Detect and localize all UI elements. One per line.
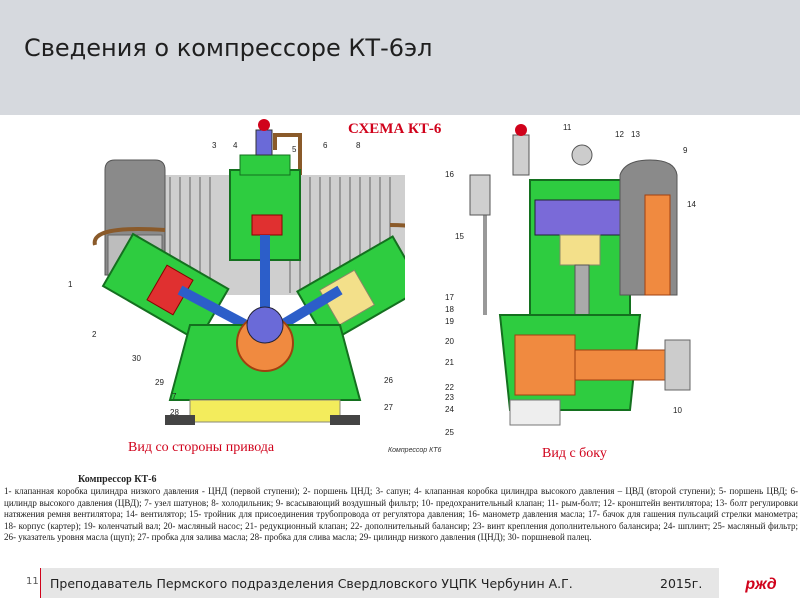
right-view-label: Вид с боку	[542, 446, 607, 461]
callout-24: 24	[445, 405, 454, 414]
footer-year: 2015г.	[660, 576, 703, 591]
footer-bar	[41, 568, 719, 598]
side-crankshaft	[574, 349, 666, 381]
valve-cap	[258, 119, 270, 131]
pipe-top	[273, 133, 302, 175]
callout-15: 15	[455, 232, 464, 241]
slide-header: Сведения о компрессоре КТ-6эл	[0, 0, 800, 115]
callout-13: 13	[631, 130, 640, 139]
page-number: 11	[26, 576, 39, 587]
callout-2: 2	[92, 330, 97, 339]
rzd-logo: ржд	[744, 576, 776, 593]
callout-19: 19	[445, 317, 454, 326]
footer-author: Преподаватель Пермского подразделения Св…	[50, 576, 573, 591]
side-counterweight	[514, 334, 576, 396]
callout-21: 21	[445, 358, 454, 367]
callout-30: 30	[132, 354, 141, 363]
lp-cylinder-left	[101, 232, 230, 343]
legend-text: 1- клапанная коробка цилиндра низкого да…	[4, 486, 798, 543]
footer-divider	[40, 568, 41, 598]
callout-3: 3	[212, 141, 217, 150]
side-piston	[559, 234, 601, 266]
slide-title: Сведения о компрессоре КТ-6эл	[24, 34, 433, 62]
legend-box	[0, 470, 800, 562]
pipe-right	[389, 223, 405, 228]
oil-filter	[509, 399, 561, 426]
callout-25: 25	[445, 428, 454, 437]
callout-11: 11	[563, 123, 572, 132]
callout-26: 26	[384, 376, 393, 385]
left-view-label: Вид со стороны привода	[128, 440, 275, 455]
compressor-front-view: 3 4 5 6 8 1 2 30 29 7 28 26 27	[68, 119, 405, 425]
compressor-small-label: Компрессор КТ6	[388, 447, 442, 454]
manometer	[469, 174, 491, 216]
callout-27: 27	[384, 403, 393, 412]
diagram-title: СХЕМА КТ-6	[348, 121, 442, 137]
callout-23: 23	[445, 393, 454, 402]
oil-sump	[189, 399, 341, 423]
logo-text: ржд	[744, 576, 776, 593]
crankshaft	[246, 306, 284, 344]
side-safety-valve	[512, 134, 530, 176]
callout-29: 29	[155, 378, 164, 387]
safety-valve	[255, 129, 273, 156]
callout-8: 8	[356, 141, 361, 150]
legend-title: Компрессор КТ-6	[78, 474, 157, 485]
callout-4: 4	[233, 141, 238, 150]
hp-piston	[251, 214, 283, 236]
eye-bolt	[571, 144, 593, 166]
callout-16: 16	[445, 170, 454, 179]
side-valve-box	[534, 199, 626, 236]
callout-1: 1	[68, 280, 73, 289]
fan-belt	[644, 194, 671, 296]
callout-7: 7	[172, 392, 177, 401]
callout-22: 22	[445, 383, 454, 392]
callout-5: 5	[292, 145, 297, 154]
callout-9: 9	[683, 146, 688, 155]
callout-12: 12	[615, 130, 624, 139]
side-pulley	[664, 339, 691, 391]
pipe-left	[92, 227, 166, 246]
compressor-side-view: 11 12 13 9 16 14 15 17 18 19 20 21 22 23…	[445, 123, 696, 437]
lp-cylinder-right	[296, 235, 405, 345]
callout-10: 10	[673, 406, 682, 415]
callout-6: 6	[323, 141, 328, 150]
callout-28: 28	[170, 408, 179, 417]
callout-18: 18	[445, 305, 454, 314]
callout-14: 14	[687, 200, 696, 209]
callout-20: 20	[445, 337, 454, 346]
callout-17: 17	[445, 293, 454, 302]
